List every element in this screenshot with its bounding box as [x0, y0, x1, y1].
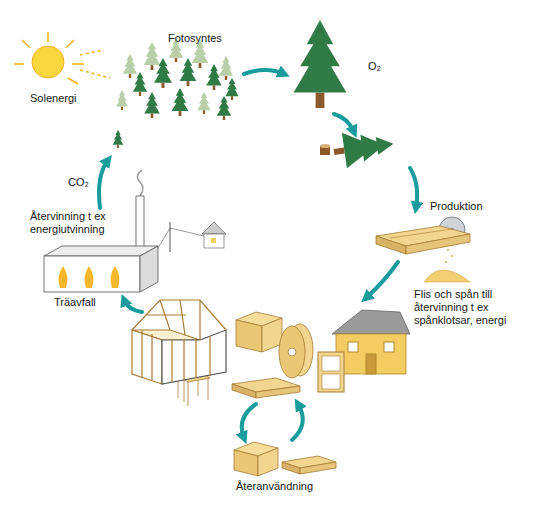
- wood-products: [178, 312, 336, 476]
- label-text: Flis och spån till återvinning t ex spån…: [414, 288, 526, 327]
- cycle-arrow: [334, 114, 354, 132]
- cycle-arrow: [242, 404, 256, 438]
- cycle-arrow: [99, 160, 108, 208]
- big-tree: [294, 20, 347, 108]
- cycle-arrows: [99, 70, 417, 440]
- label-text: Produktion: [430, 200, 483, 213]
- label-text: Fotosyntes: [168, 32, 222, 45]
- forest: [116, 38, 239, 120]
- felled-tree: [320, 126, 396, 170]
- cycle-arrow: [410, 168, 417, 208]
- cycle-arrow: [366, 262, 398, 298]
- sun: [14, 32, 110, 84]
- window-frame: [318, 352, 344, 392]
- label-text: O₂: [368, 60, 381, 73]
- label-text: Träavfall: [54, 296, 96, 309]
- label-text: Solenergi: [30, 92, 76, 105]
- cycle-arrow: [292, 404, 303, 440]
- cycle-arrow: [124, 300, 142, 312]
- house-frame: [132, 300, 226, 384]
- label-text: Återvinning t ex energiutvinning: [30, 210, 130, 236]
- label-text: Återanvändning: [236, 480, 313, 493]
- seedling: [113, 130, 124, 148]
- cycle-arrow: [244, 70, 284, 74]
- label-text: CO₂: [68, 176, 89, 189]
